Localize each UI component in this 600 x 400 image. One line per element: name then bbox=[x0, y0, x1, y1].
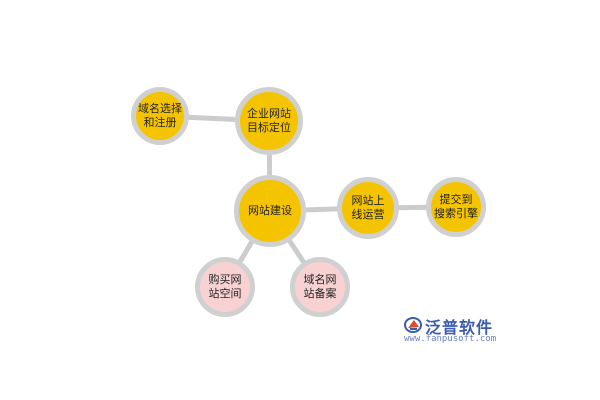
fanpu-logo-icon bbox=[404, 317, 422, 333]
node-domain-record: 域名网 站备案 bbox=[290, 257, 350, 317]
brand-logo: 泛普软件 www.fanpusoft.com bbox=[404, 314, 500, 346]
node-build-label: 网站建设 bbox=[248, 204, 292, 217]
logo-url: www.fanpusoft.com bbox=[404, 334, 497, 344]
node-online-label: 网站上 线运营 bbox=[351, 194, 385, 221]
node-buy-space: 购买网 站空间 bbox=[195, 257, 255, 317]
node-domain-registration: 域名选择 和注册 bbox=[131, 87, 189, 145]
node-website-build: 网站建设 bbox=[234, 175, 306, 247]
logo-name: 泛普软件 bbox=[425, 318, 494, 337]
node-submit-search: 提交到 搜索引擎 bbox=[426, 177, 486, 237]
node-domain-label: 域名选择 和注册 bbox=[138, 102, 182, 129]
node-submit-label: 提交到 搜索引擎 bbox=[434, 193, 478, 220]
node-website-target: 企业网站 目标定位 bbox=[235, 87, 303, 155]
node-target-label: 企业网站 目标定位 bbox=[247, 107, 291, 134]
node-space-label: 购买网 站空间 bbox=[208, 273, 242, 300]
node-record-label: 域名网 站备案 bbox=[303, 273, 337, 300]
node-website-online: 网站上 线运营 bbox=[337, 177, 399, 239]
